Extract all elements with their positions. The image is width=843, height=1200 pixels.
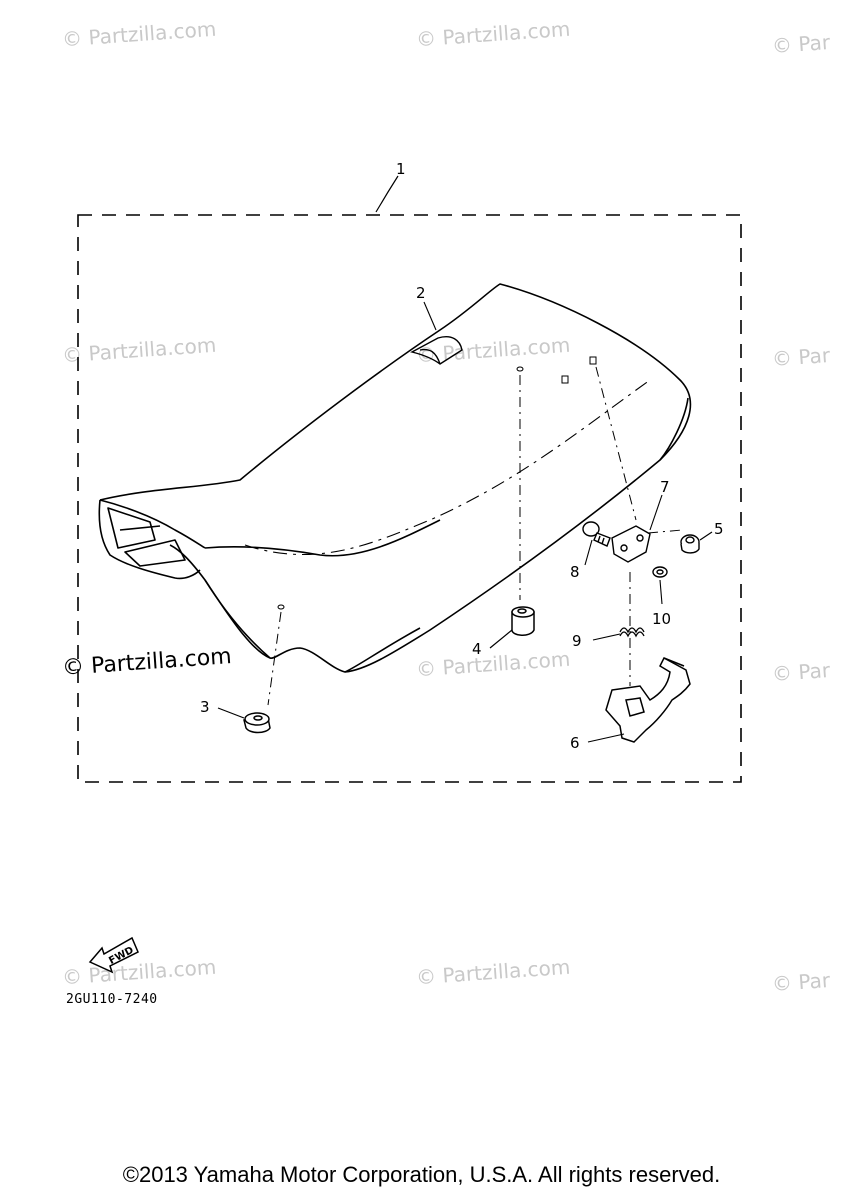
callout-10: 10 xyxy=(652,610,671,628)
part-4-damper xyxy=(511,606,535,636)
mount-holes xyxy=(277,356,597,610)
leader-1 xyxy=(375,175,399,213)
part-9-spring xyxy=(619,627,645,638)
leader-5 xyxy=(699,531,713,541)
callout-6: 6 xyxy=(570,734,580,752)
callout-8: 8 xyxy=(570,563,580,581)
leader-7 xyxy=(649,494,663,531)
callout-2: 2 xyxy=(416,284,426,302)
diagram-code: 2GU110-7240 xyxy=(66,992,158,1007)
callout-7: 7 xyxy=(660,478,670,496)
callout-3: 3 xyxy=(200,698,210,716)
assembly-boundary xyxy=(77,214,742,783)
leader-3 xyxy=(217,707,245,719)
seat xyxy=(98,283,692,673)
callout-9: 9 xyxy=(572,632,582,650)
part-3-damper xyxy=(243,712,271,734)
callout-1: 1 xyxy=(396,160,406,178)
leader-10 xyxy=(659,579,663,605)
leader-6 xyxy=(587,733,625,743)
part-6-latch xyxy=(605,656,691,743)
part-2-clip xyxy=(410,301,463,365)
leader-9 xyxy=(592,633,621,641)
fwd-arrow-icon: FWD xyxy=(88,936,139,974)
part-5-nut xyxy=(680,534,700,554)
callout-5: 5 xyxy=(714,520,724,538)
alignment-lines xyxy=(267,366,683,706)
copyright-notice: ©2013 Yamaha Motor Corporation, U.S.A. A… xyxy=(122,1162,721,1187)
part-7-bracket xyxy=(611,525,651,563)
part-8-bolt xyxy=(582,521,611,547)
part-10-washer xyxy=(652,566,668,578)
leader-8 xyxy=(584,539,593,566)
leader-4 xyxy=(489,629,513,649)
callout-4: 4 xyxy=(472,640,482,658)
